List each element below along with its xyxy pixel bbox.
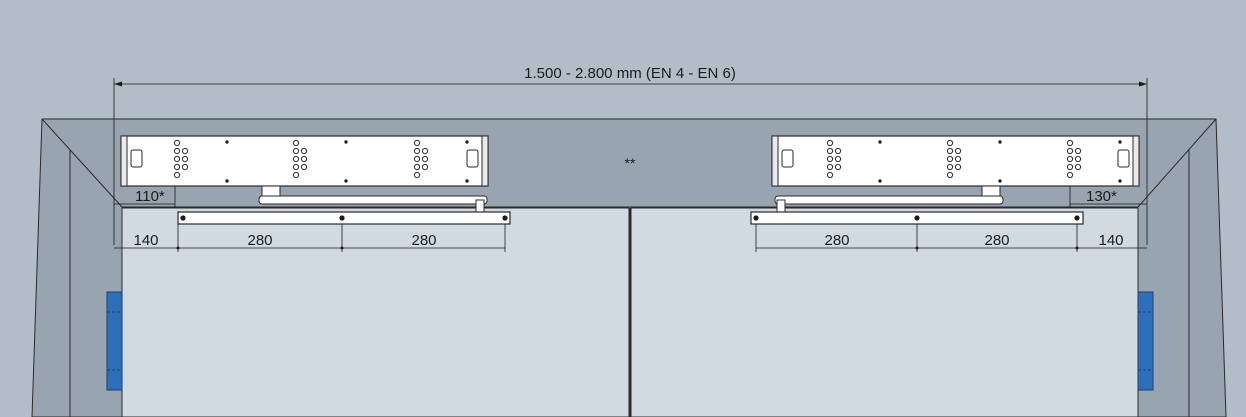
- mounting-hole: [1074, 147, 1082, 155]
- right-hinge: [1137, 291, 1154, 391]
- left-arm-2-label: 280: [411, 232, 436, 249]
- mounting-hole: [421, 155, 429, 163]
- mounting-hole: [413, 155, 421, 163]
- screw-dot: [344, 140, 348, 144]
- screw-dot: [225, 140, 229, 144]
- right-closer-body: [771, 135, 1140, 187]
- mounting-hole: [946, 147, 954, 155]
- right-offset-dimension: 130*: [1069, 186, 1147, 208]
- left-closer-body: [120, 135, 489, 187]
- mounting-hole: [1066, 139, 1074, 147]
- mounting-hole: [826, 139, 834, 147]
- left-dimension-chain: 140 280 280: [114, 224, 506, 252]
- screw-dot: [465, 179, 469, 183]
- screw-dot: [1118, 179, 1122, 183]
- mounting-hole: [181, 163, 189, 171]
- mounting-hole: [946, 163, 954, 171]
- mounting-hole: [173, 155, 181, 163]
- mounting-hole: [300, 163, 308, 171]
- screw-dot: [998, 179, 1002, 183]
- right-closer-arm: [774, 185, 1004, 213]
- mounting-hole: [826, 171, 834, 179]
- right-guide-rail: [750, 211, 1084, 225]
- mounting-hole: [413, 139, 421, 147]
- screw-dot: [878, 179, 882, 183]
- center-mark: **: [625, 155, 636, 171]
- mounting-hole: [834, 163, 842, 171]
- mounting-hole: [1074, 163, 1082, 171]
- right-dimension-chain: 280 280 140: [755, 224, 1147, 252]
- mounting-hole: [834, 147, 842, 155]
- left-door-leaf: [121, 207, 630, 417]
- screw-dot: [1118, 140, 1122, 144]
- mounting-hole: [292, 171, 300, 179]
- screw-dot: [878, 140, 882, 144]
- mounting-hole: [1066, 163, 1074, 171]
- right-offset-label: 130*: [1086, 188, 1117, 205]
- mounting-hole: [954, 163, 962, 171]
- right-arm-2-label: 280: [984, 232, 1009, 249]
- mounting-hole: [946, 171, 954, 179]
- mounting-hole: [1066, 147, 1074, 155]
- screw-dot: [344, 179, 348, 183]
- mounting-hole: [173, 171, 181, 179]
- mounting-hole: [1074, 155, 1082, 163]
- overall-width-label: 1.500 - 2.800 mm (EN 4 - EN 6): [524, 65, 736, 82]
- mounting-hole: [421, 147, 429, 155]
- mounting-hole: [413, 163, 421, 171]
- left-arm-1-label: 280: [247, 232, 272, 249]
- right-door-leaf: [630, 207, 1139, 417]
- mounting-hole: [826, 163, 834, 171]
- mounting-hole: [421, 163, 429, 171]
- mounting-hole: [300, 155, 308, 163]
- right-edge-label: 140: [1098, 232, 1123, 249]
- screw-dot: [225, 179, 229, 183]
- screw-dot: [998, 140, 1002, 144]
- mounting-hole: [173, 163, 181, 171]
- right-arm-1-label: 280: [824, 232, 849, 249]
- mounting-hole: [292, 155, 300, 163]
- mounting-hole: [300, 147, 308, 155]
- hinges: [106, 291, 1154, 391]
- mounting-hole: [413, 171, 421, 179]
- overall-dimension: 1.500 - 2.800 mm (EN 4 - EN 6): [113, 65, 1148, 245]
- mounting-hole: [1066, 171, 1074, 179]
- left-offset-label: 110*: [135, 188, 165, 205]
- mounting-hole: [181, 155, 189, 163]
- mounting-hole: [954, 147, 962, 155]
- left-offset-dimension: 110*: [114, 186, 176, 208]
- mounting-hole: [1066, 155, 1074, 163]
- mounting-hole: [292, 163, 300, 171]
- mounting-hole: [173, 147, 181, 155]
- left-edge-label: 140: [133, 232, 158, 249]
- left-closer-arm: [258, 185, 488, 213]
- left-guide-rail: [177, 211, 511, 225]
- door-leaves: [121, 207, 1139, 417]
- mounting-hole: [946, 155, 954, 163]
- mounting-hole: [292, 139, 300, 147]
- mounting-hole: [946, 139, 954, 147]
- left-hinge: [106, 291, 123, 391]
- mounting-hole: [181, 147, 189, 155]
- mounting-hole: [954, 155, 962, 163]
- screw-dot: [465, 140, 469, 144]
- mounting-hole: [413, 147, 421, 155]
- mounting-hole: [826, 147, 834, 155]
- mounting-hole: [826, 155, 834, 163]
- mounting-hole: [173, 139, 181, 147]
- mounting-hole: [292, 147, 300, 155]
- mounting-hole: [834, 155, 842, 163]
